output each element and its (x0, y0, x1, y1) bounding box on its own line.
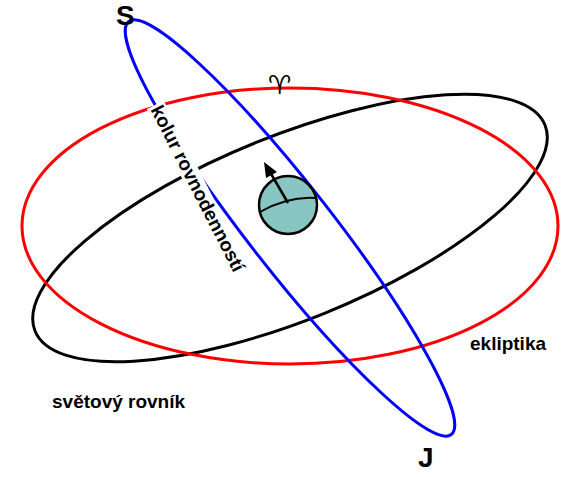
vernal-equinox-symbol: ♈ (268, 72, 291, 98)
celestial-equator (1, 40, 569, 417)
axis-arrowhead (264, 162, 277, 178)
equator-label: světový rovník (52, 392, 185, 411)
earth-equator (260, 198, 316, 212)
earth-globe (259, 176, 317, 234)
pole-label: J (418, 444, 434, 472)
ecliptic (22, 88, 558, 364)
earth-axis (270, 172, 288, 203)
pole-label: S (116, 2, 135, 30)
ecliptic-label: ekliptika (470, 334, 546, 353)
